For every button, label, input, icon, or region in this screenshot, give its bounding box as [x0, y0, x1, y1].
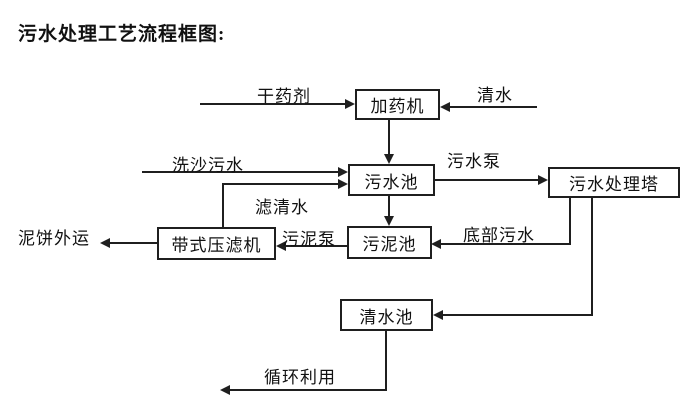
line-tower-down-1 — [569, 198, 571, 245]
arrowhead-into-dosing-left-icon — [345, 99, 355, 109]
line-clear-water-pool-down — [385, 331, 387, 391]
label-mud-cake-transport: 泥饼外运 — [18, 229, 90, 248]
line-tower-down-2 — [591, 198, 593, 316]
arrowhead-into-belt-press-icon — [276, 241, 286, 251]
line-filtered-water-to-sewage-pool — [223, 183, 340, 185]
label-sewage-pump: 污水泵 — [447, 152, 501, 171]
arrowhead-into-sewage-pool-top-icon — [384, 154, 394, 164]
arrowhead-into-clear-pool-icon — [433, 310, 443, 320]
line-bottom-sewage-to-sludge-pool — [440, 243, 571, 245]
label-sludge-pump: 污泥泵 — [282, 230, 336, 249]
label-bottom-sewage: 底部污水 — [463, 226, 535, 245]
line-belt-press-up-connector — [222, 183, 224, 227]
line-recycle-out — [229, 389, 387, 391]
page-title: 污水处理工艺流程框图: — [18, 24, 226, 45]
label-sand-washing-sewage: 洗沙污水 — [172, 156, 244, 175]
node-sewage-pool: 污水池 — [348, 164, 435, 196]
line-belt-press-to-mud-cake-out — [109, 242, 157, 244]
arrowhead-into-dosing-right-icon — [440, 102, 450, 112]
node-clear-water-pool: 清水池 — [340, 299, 433, 331]
line-sand-washing-to-sewage-pool — [142, 171, 340, 173]
label-recycle-use: 循环利用 — [264, 368, 336, 387]
label-filtered-water: 滤清水 — [255, 198, 309, 217]
node-dosing-machine: 加药机 — [355, 89, 440, 120]
line-clear-water-to-dosing — [444, 106, 537, 108]
line-tower-to-clear-water-pool — [442, 314, 593, 316]
arrowhead-sand-washing-icon — [338, 167, 348, 177]
arrowhead-mud-cake-out-icon — [100, 238, 110, 248]
arrowhead-recycle-out-icon — [220, 385, 230, 395]
line-sewage-pool-to-tower — [435, 179, 540, 181]
arrowhead-filtered-water-icon — [338, 179, 348, 189]
node-treatment-tower: 污水处理塔 — [548, 167, 680, 198]
label-clear-water: 清水 — [477, 86, 513, 105]
label-dry-agent: 干药剂 — [257, 87, 311, 106]
arrowhead-into-tower-icon — [538, 175, 548, 185]
node-sludge-pool: 污泥池 — [347, 226, 432, 259]
line-dosing-to-sewage-pool — [388, 120, 390, 156]
arrowhead-bottom-sewage-icon — [431, 239, 441, 249]
line-sludge-pool-to-belt-press — [285, 245, 347, 247]
arrowhead-into-sludge-pool-top-icon — [384, 216, 394, 226]
node-belt-filter-press: 带式压滤机 — [157, 227, 276, 260]
line-sewage-pool-to-sludge-pool — [388, 196, 390, 218]
line-dry-agent-to-dosing — [200, 103, 347, 105]
